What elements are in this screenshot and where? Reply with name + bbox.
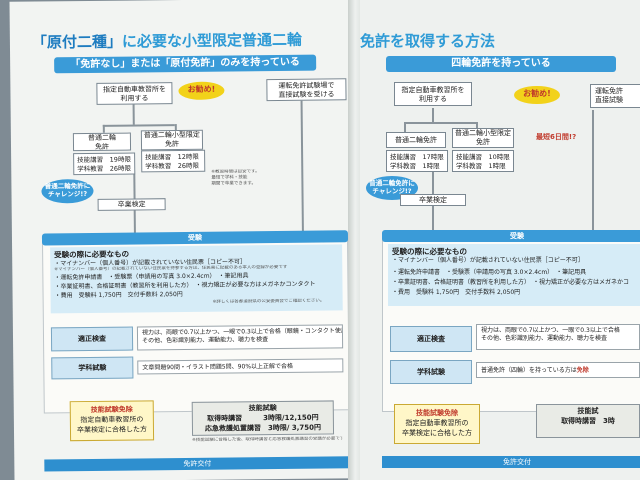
page-title: 「原付二種」に必要な小型限定普通二輪 <box>31 30 303 52</box>
license-issue-bar: 免許交付 <box>382 456 640 468</box>
direct-exam-box: 運転免許試験場で 直接試験を受ける <box>266 78 347 102</box>
requirement-item: ・マイナンバー（個人番号）が記載されていない住民票［コピー不可］ <box>392 257 584 264</box>
left-page: 「原付二種」に必要な小型限定普通二輪 「免許なし」または「原付免許」のみを持って… <box>9 0 357 480</box>
written-detail: 普通免許（四輪）を持っている方は免除 <box>476 362 640 378</box>
skill-exempt-box: 技能試験免除 指定自動車教習所の 卒業検定に合格した方 <box>69 400 155 442</box>
standard-hours: 技能講習 19時限 学科教習 26時限 <box>73 152 136 176</box>
aptitude-detail: 視力は、両眼で0.7以上かつ、一眼で0.3以上で合格 その他、色彩識別能力、運動… <box>476 324 640 350</box>
banner-car-license: 四輪免許を持っている <box>386 56 616 72</box>
exempt-word: 免除 <box>576 367 589 374</box>
standard-2wheel-box: 普通二輪 免許 <box>72 132 132 152</box>
skill-exempt-box: 技能試験免除 指定自動車教習所の 卒業検定に合格した方 <box>394 404 480 444</box>
written-detail: 文章問題90問・イラスト問題5問、90%以上正解で合格 <box>137 358 344 375</box>
small-2wheel-box: 普通二輪小型限定 免許 <box>140 129 204 151</box>
skill-test-heading: 技能試 <box>577 407 599 415</box>
requirement-item: ・卒業証明書、合格証明書（教習所を利用した方） ・視力矯正が必要な方はメガネかコ <box>392 279 630 286</box>
recommend-badge: お勧め! <box>514 86 560 104</box>
standard-hours: 技能講習 17時限 学科教習 1時限 <box>386 150 448 172</box>
school-route-box: 指定自動車教習所を 利用する <box>96 82 173 105</box>
license-issue-bar: 免許交付 <box>44 456 351 472</box>
direct-exam-box: 運転免許 直接試験 <box>590 84 640 108</box>
page-title-continued: 免許を取得する方法 <box>360 32 496 50</box>
skill-test-line: 応急救護処置講習 3時限/ 3,750円 <box>204 423 322 433</box>
written-label: 学科試験 <box>51 356 134 380</box>
skill-test-note: ※技能試験に合格した後、取得時講習と応急救護処置講習の受講が必要です <box>192 436 343 443</box>
skill-exempt-body: 指定自動車教習所の 卒業検定に合格した方 <box>402 419 472 437</box>
skill-exempt-body: 指定自動車教習所の 卒業検定に合格した方 <box>76 415 148 435</box>
challenge-bubble: 普通二輪免許に チャレンジ!? <box>41 178 94 204</box>
aptitude-label: 適正検査 <box>390 326 472 352</box>
requirements-box <box>388 244 640 306</box>
hours-note: ※教習時間は目安です。 最短で学科・技能 期間で卒業できます。 <box>211 169 260 187</box>
shortest-days-callout: 最短6日間!? <box>536 133 577 141</box>
requirement-item: ・費用 受験料 1,750円 交付手数料 2,050円 <box>392 289 521 296</box>
aptitude-label: 適正検査 <box>50 326 134 352</box>
graduation-test-box: 卒業検定 <box>400 194 466 206</box>
requirement-item: ・運転免許申請書 ・受験票（申請用の写真 3.0×2.4cm） ・筆記用具 <box>392 269 587 276</box>
written-label: 学科試験 <box>390 360 472 384</box>
requirements-heading: 受験の際に必要なもの <box>392 247 467 256</box>
recommend-badge: お勧め! <box>178 81 225 101</box>
exam-bar: 受験 <box>382 230 640 242</box>
aptitude-detail: 視力は、両眼で0.7以上かつ、一眼で0.3以上で合格（眼鏡・コンタクト使用可） … <box>136 324 344 351</box>
skill-test-box: 技能試 取得時講習 3時 <box>536 404 640 438</box>
skill-exempt-heading: 技能試験免除 <box>416 409 458 417</box>
small-hours: 技能講習 12時限 学科教習 26時限 <box>141 149 206 173</box>
standard-2wheel-box: 普通二輪免許 <box>386 132 446 148</box>
small-2wheel-box: 普通二輪小型限定 免許 <box>452 128 514 148</box>
school-route-box: 指定自動車教習所を 利用する <box>394 82 472 106</box>
skill-test-line: 取得時講習 3時 <box>561 417 615 425</box>
graduation-test-box: 卒業検定 <box>97 198 166 211</box>
skill-test-box: 技能試験 取得時講習 3時限/12,150円 応急救護処置講習 3時限/ 3,7… <box>191 400 335 436</box>
banner-no-license: 「免許なし」または「原付免許」のみを持っている <box>54 54 317 74</box>
right-page: 免許を取得する方法 四輪免許を持っている 指定自動車教習所を 利用する お勧め!… <box>360 0 640 480</box>
small-hours: 技能講習 10時限 学科教習 1時限 <box>452 150 514 172</box>
